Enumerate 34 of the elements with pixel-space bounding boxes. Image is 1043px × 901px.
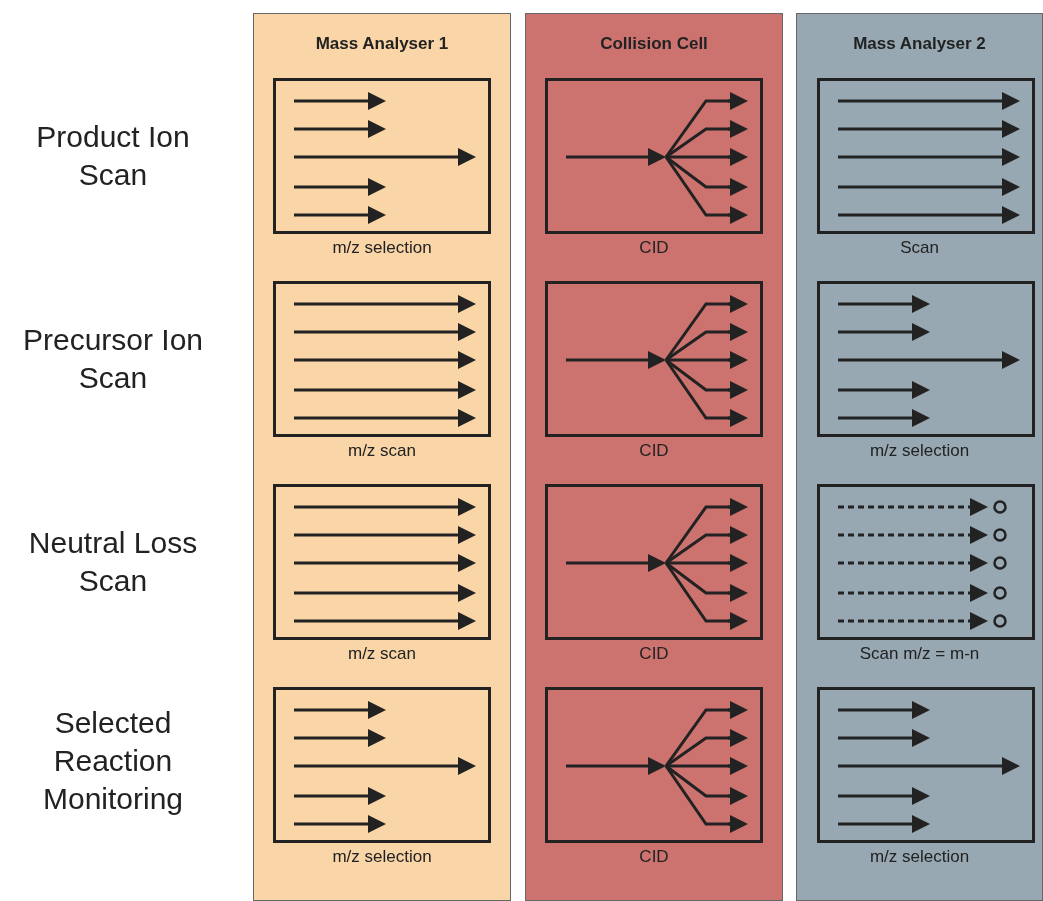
diagram-box — [545, 484, 763, 640]
box-caption: m/z scan — [347, 441, 417, 461]
column-heading: Mass Analyser 2 — [852, 34, 987, 54]
box-caption: m/z selection — [331, 238, 433, 258]
diagram-box — [273, 687, 491, 843]
diagram-box — [545, 687, 763, 843]
row-label: Precursor Ion Scan — [21, 322, 205, 396]
diagram-box — [273, 78, 491, 234]
box-caption: Scan m/z = m-n — [858, 644, 981, 664]
column-panel — [253, 13, 511, 901]
diagram-box — [817, 78, 1035, 234]
row-label: Neutral Loss Scan — [27, 525, 199, 599]
box-caption: Scan — [899, 238, 940, 258]
diagram-box — [817, 484, 1035, 640]
diagram-box — [545, 78, 763, 234]
diagram-box — [273, 281, 491, 437]
row-label: Selected Reaction Monitoring — [41, 705, 185, 817]
box-caption: CID — [638, 441, 670, 461]
diagram-box — [545, 281, 763, 437]
row-label: Product Ion Scan — [35, 119, 191, 193]
box-caption: m/z scan — [347, 644, 417, 664]
box-caption: CID — [638, 847, 670, 867]
column-heading: Mass Analyser 1 — [314, 34, 450, 54]
box-caption: m/z selection — [868, 847, 971, 867]
box-caption: CID — [638, 644, 670, 664]
box-caption: CID — [638, 238, 670, 258]
column-heading: Collision Cell — [599, 34, 709, 54]
column-panel — [525, 13, 783, 901]
box-caption: m/z selection — [868, 441, 971, 461]
diagram-box — [817, 281, 1035, 437]
column-panel — [796, 13, 1043, 901]
diagram-box — [817, 687, 1035, 843]
diagram-box — [273, 484, 491, 640]
box-caption: m/z selection — [331, 847, 433, 867]
